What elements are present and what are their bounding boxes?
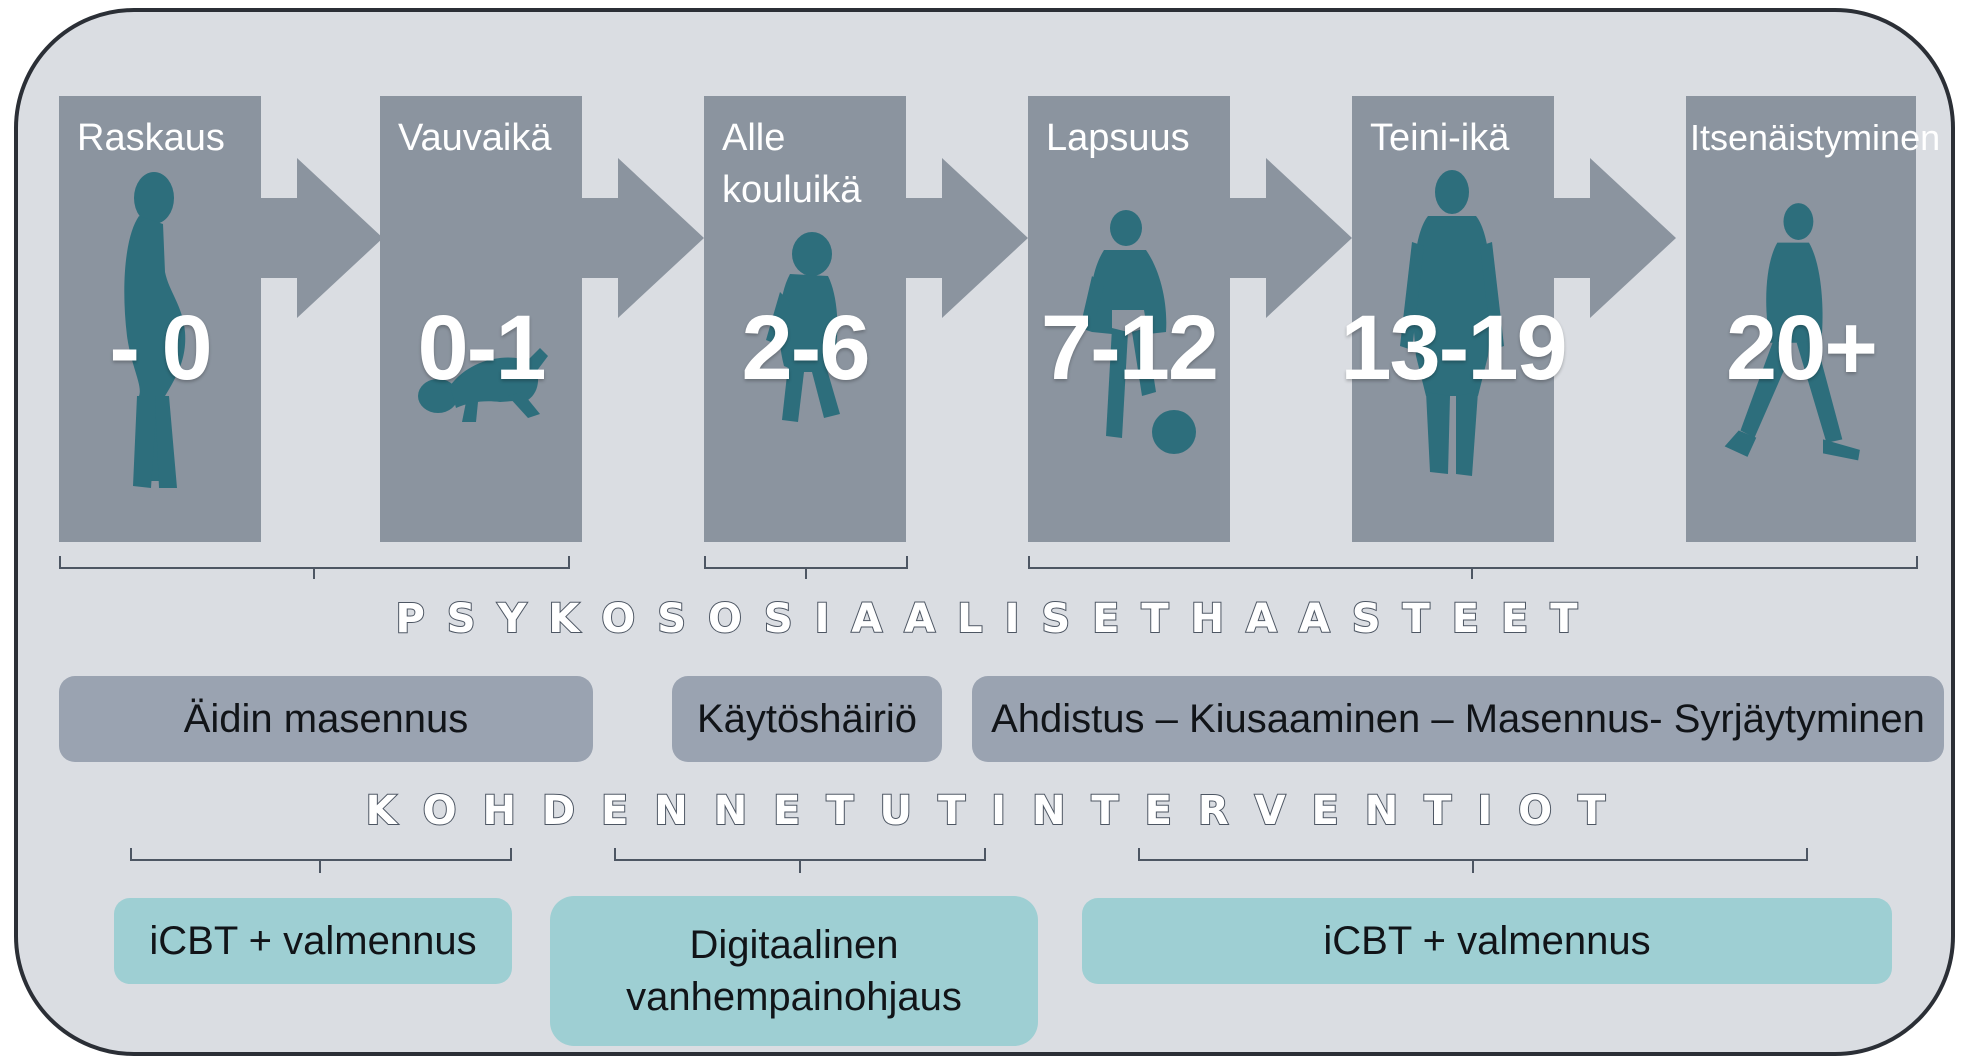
age-range: 2-6 [741,297,871,399]
stage-label: Lapsuus [1046,117,1190,159]
challenge-label: Äidin masennus [183,697,469,741]
challenge-label: Ahdistus – Kiusaaminen – Masennus- Syrjä… [991,697,1925,741]
walking-young-adult-icon [1686,96,1888,542]
arrow-icon [1230,158,1352,318]
heading-psykososiaaliset-haasteet: P S Y K O S O S I A A L I S E T H A A S … [394,595,1582,643]
bracket-lapsuus-itsenaistyminen [1028,556,1918,580]
age-range: 20+ [1725,297,1878,399]
stage-raskaus: Raskaus - 0 [59,96,261,542]
stage-label: Itsenäistyminen [1690,117,1941,158]
intervention-label-line1: Digitaalinen [689,923,899,967]
teenager-icon [1352,96,1554,542]
challenge-label: Käytöshäiriö [696,697,918,741]
intervention-icbt-valmennus-2: iCBT + valmennus [1082,898,1892,984]
stage-label: Raskaus [77,117,225,159]
stage-alle-kouluika: Alle kouluikä 2-6 [704,96,906,542]
bracket-intervention-1 [130,848,512,874]
bracket-intervention-3 [1138,848,1808,874]
age-range: 7-12 [1040,297,1219,399]
child-with-ball-icon [1028,96,1230,542]
stage-label: Alle kouluikä [722,117,862,211]
intervention-digitaalinen-vanhempainohjaus: Digitaalinen vanhempainohjaus [550,896,1038,1046]
diagram-frame: Raskaus - 0 Vauvaikä 0-1 [14,8,1955,1056]
pregnant-woman-icon [59,96,261,542]
arrow-icon [261,158,383,318]
arrow-icon [906,158,1028,318]
crawling-baby-icon [380,96,582,542]
intervention-label: iCBT + valmennus [1323,919,1651,963]
challenge-aidin-masennus: Äidin masennus [59,676,593,762]
arrow-icon [1554,158,1676,318]
age-range: 0-1 [417,297,547,399]
intervention-label: iCBT + valmennus [149,919,477,963]
stage-itsenaistyminen: Itsenäistyminen 20+ [1686,96,1940,542]
stage-vauvaika: Vauvaikä 0-1 [380,96,582,542]
intervention-label-line2: vanhempainohjaus [626,975,962,1019]
stage-label: Vauvaikä [398,117,552,159]
challenge-ahdistus-kiusaaminen: Ahdistus – Kiusaaminen – Masennus- Syrjä… [972,676,1944,762]
toddler-icon [704,96,906,542]
challenge-kaytoshairio: Käytöshäiriö [672,676,942,762]
intervention-icbt-valmennus: iCBT + valmennus [114,898,512,984]
stage-lapsuus: Lapsuus 7-12 [1028,96,1230,542]
arrow-icon [582,158,704,318]
stage-teini-ika: Teini-ikä 13-19 [1340,96,1568,542]
stage-label: Teini-ikä [1370,117,1510,159]
bracket-raskaus-vauvaika [59,556,570,580]
age-range: 13-19 [1340,297,1567,399]
bracket-alle-kouluika [704,556,908,580]
bracket-intervention-2 [614,848,986,874]
heading-kohdennetut-interventiot: K O H D E N N E T U T I N T E R V E N T … [365,787,1612,835]
age-range: - 0 [109,297,212,399]
